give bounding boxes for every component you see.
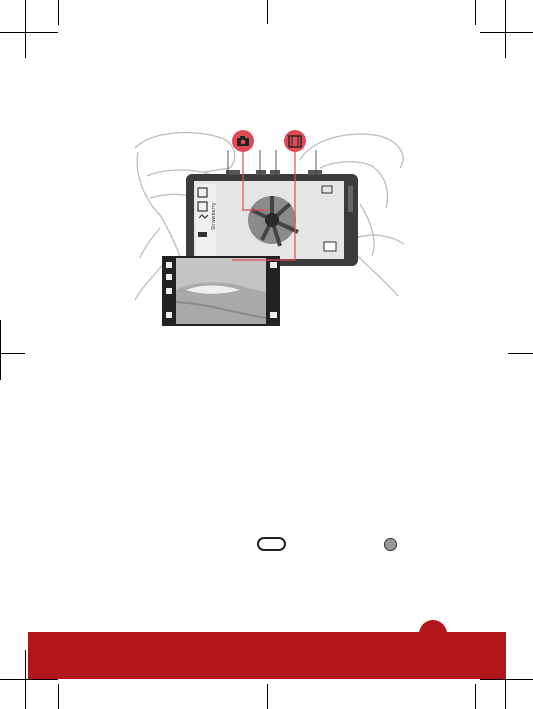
video-mode-callout <box>284 130 306 152</box>
home-button-icon <box>257 537 286 551</box>
viewfinder-label: Strawberry <box>211 202 217 230</box>
circle-indicator-icon <box>384 538 397 551</box>
camera-mode-callout <box>232 130 254 152</box>
screen-inset <box>162 256 280 326</box>
phone-body: Strawberry <box>186 170 358 266</box>
page-number-badge <box>419 620 447 648</box>
